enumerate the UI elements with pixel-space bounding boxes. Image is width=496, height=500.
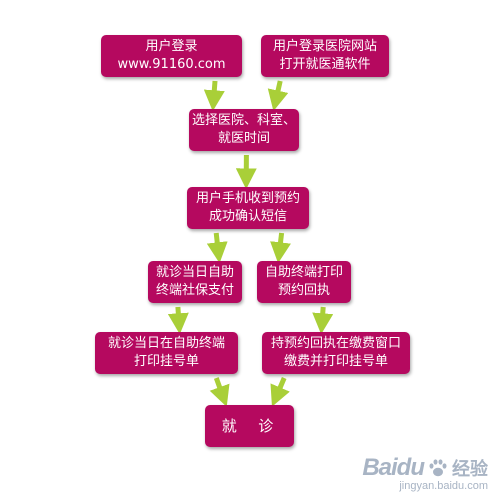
node-login-app: 用户登录医院网站 打开就医通软件 xyxy=(261,35,389,77)
node-line: 就诊当日自助 xyxy=(155,265,234,280)
arrow-sms-to-self-pay xyxy=(206,232,228,264)
node-line: 用户手机收到预约 xyxy=(195,191,300,206)
watermark-url: jingyan.baidu.com xyxy=(399,480,488,492)
node-line: 就 诊 xyxy=(221,417,278,435)
arrow-self-print-to-counter xyxy=(312,306,334,335)
node-print-ticket: 就诊当日在自助终端 打印挂号单 xyxy=(95,332,238,374)
arrow-counter-to-visit xyxy=(270,377,290,407)
arrow-print-ticket-to-visit xyxy=(209,377,230,407)
node-line: 打印挂号单 xyxy=(133,354,199,369)
arrow-login-app-to-select xyxy=(267,80,289,112)
node-line: 终端社保支付 xyxy=(155,283,234,298)
node-self-pay: 就诊当日自助 终端社保支付 xyxy=(148,261,242,303)
node-line: 预约回执 xyxy=(277,283,330,298)
node-line: 就医时间 xyxy=(217,131,270,146)
node-line: 用户登录医院网站 xyxy=(272,39,377,54)
node-line: 就诊当日在自助终端 xyxy=(107,336,225,351)
node-line: 选择医院、科室、 xyxy=(191,113,296,128)
node-line: 自助终端打印 xyxy=(264,265,343,280)
node-login-web: 用户登录 www.91160.com xyxy=(101,35,242,77)
node-line: 用户登录 xyxy=(145,39,198,54)
arrow-sms-to-self-print xyxy=(270,232,291,264)
baidu-jingyan-watermark: Baidu 经验 jingyan.baidu.com xyxy=(362,454,488,492)
arrow-self-pay-to-print-ticket xyxy=(167,306,189,335)
node-sms: 用户手机收到预约 成功确认短信 xyxy=(187,187,309,229)
node-line: www.91160.com xyxy=(117,57,226,72)
node-select: 选择医院、科室、 就医时间 xyxy=(189,109,299,151)
node-self-print: 自助终端打印 预约回执 xyxy=(257,261,351,303)
watermark-label: 经验 xyxy=(452,459,488,479)
arrow-login-web-to-select xyxy=(203,80,225,112)
watermark-logo-text: Baidu xyxy=(362,454,425,481)
node-counter: 持预约回执在缴费窗口 缴费并打印挂号单 xyxy=(262,332,410,374)
node-line: 缴费并打印挂号单 xyxy=(283,354,388,369)
node-line: 持预约回执在缴费窗口 xyxy=(270,336,401,351)
paw-icon xyxy=(429,459,447,477)
node-line: 打开就医通软件 xyxy=(279,57,371,72)
node-line: 成功确认短信 xyxy=(208,209,287,224)
node-visit: 就 诊 xyxy=(205,405,294,447)
